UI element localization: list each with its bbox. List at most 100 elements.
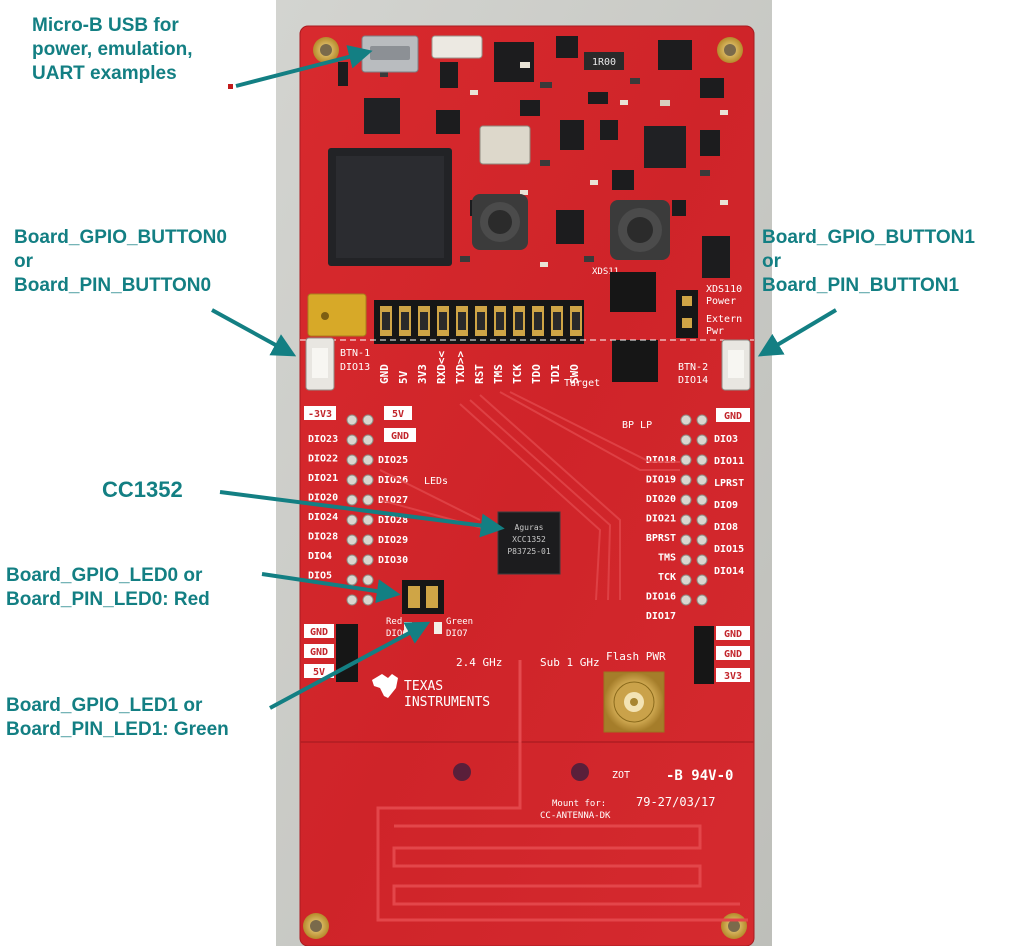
pin-label: DIO4 xyxy=(308,551,332,562)
inductors xyxy=(472,194,670,260)
arrow-button0 xyxy=(211,308,297,357)
leds-label: LEDs xyxy=(424,476,448,487)
header-pin xyxy=(362,494,374,506)
pin-label: DIO20 xyxy=(308,493,338,504)
header-pin xyxy=(346,494,358,506)
header-pin-label: GND xyxy=(378,364,391,384)
svg-text:-3V3: -3V3 xyxy=(308,409,332,420)
svg-text:Green: Green xyxy=(446,617,473,627)
header-pin xyxy=(362,554,374,566)
pin-label: DIO29 xyxy=(378,535,408,546)
pin-label: DIO15 xyxy=(714,544,744,555)
pin-label: DIO30 xyxy=(378,555,408,566)
flash-pwr-label: Flash PWR xyxy=(606,650,666,663)
svg-text:5V: 5V xyxy=(392,409,404,420)
header-pin-label: TDI xyxy=(549,364,562,384)
date-code: 79-27/03/17 xyxy=(636,795,715,809)
jumper-cap xyxy=(477,312,485,330)
header-pin xyxy=(362,434,374,446)
header-pin xyxy=(362,514,374,526)
pin-label: LPRST xyxy=(714,478,744,489)
svg-text:Red: Red xyxy=(386,617,402,627)
arrow-button1 xyxy=(757,308,838,357)
svg-text:XCC1352: XCC1352 xyxy=(512,535,546,544)
jumper-cap xyxy=(553,312,561,330)
cc1352-chip: Aguras XCC1352 P83725-01 xyxy=(497,511,561,575)
header-pin xyxy=(346,414,358,426)
header-pin-label: 5V xyxy=(397,370,410,384)
jumper-cap xyxy=(458,312,466,330)
callout-usb: Micro-B USB for power, emulation, UART e… xyxy=(32,15,193,84)
header-pin xyxy=(346,554,358,566)
header-pin xyxy=(362,474,374,486)
xds-label: XDS11 xyxy=(592,267,619,277)
header-pin xyxy=(680,474,692,486)
header-pin xyxy=(696,514,708,526)
bp-label: BP LP xyxy=(622,420,652,431)
pin-label: DIO18 xyxy=(646,455,676,466)
svg-text:BTN-2: BTN-2 xyxy=(678,362,708,373)
pin-label: DIO9 xyxy=(714,500,738,511)
header-pin xyxy=(346,474,358,486)
freq-24-label: 2.4 GHz xyxy=(456,656,502,669)
header-pin-label: 3V3 xyxy=(416,364,429,384)
header-pin-label: RXD<< xyxy=(435,351,448,384)
header-pin xyxy=(346,454,358,466)
header-pin-label: SWO xyxy=(568,364,581,384)
header-pin xyxy=(680,414,692,426)
header-pin xyxy=(680,594,692,606)
ul-marking: -B 94V-0 xyxy=(666,768,733,784)
svg-text:DIO14: DIO14 xyxy=(678,375,708,386)
header-pin xyxy=(696,554,708,566)
svg-text:5V: 5V xyxy=(313,667,325,678)
header-pin xyxy=(696,494,708,506)
pin-label: DIO3 xyxy=(714,434,738,445)
svg-text:GND: GND xyxy=(310,647,328,658)
header-pin xyxy=(346,574,358,586)
top-switch xyxy=(431,35,483,59)
jumper-cap xyxy=(382,312,390,330)
arrow-led0 xyxy=(261,572,401,604)
jumper-cap xyxy=(515,312,523,330)
target-label: Target xyxy=(564,378,600,389)
brand-line2: INSTRUMENTS xyxy=(404,695,490,710)
arrow-usb xyxy=(235,45,373,88)
header-pin xyxy=(680,434,692,446)
ti-logo: TEXAS INSTRUMENTS xyxy=(372,674,490,710)
header-pin xyxy=(346,534,358,546)
header-pin-label: TXD>> xyxy=(454,351,467,384)
sma-connector xyxy=(603,671,665,733)
rf-traces xyxy=(379,391,680,601)
header-pin xyxy=(680,574,692,586)
jumper-cap xyxy=(534,312,542,330)
pin-label: DIO20 xyxy=(646,494,676,505)
button0-switch xyxy=(305,337,335,391)
header-pin xyxy=(696,534,708,546)
svg-text:3V3: 3V3 xyxy=(724,671,742,682)
pin-label: DIO11 xyxy=(714,456,744,467)
header-pin xyxy=(696,434,708,446)
header-pin xyxy=(680,454,692,466)
xds-labels: XDS110 Power Extern Pwr xyxy=(706,284,742,337)
pin-label: DIO14 xyxy=(714,566,744,577)
svg-text:DIO13: DIO13 xyxy=(340,362,370,373)
svg-text:GND: GND xyxy=(724,649,742,660)
pcb-antenna xyxy=(376,742,748,922)
header-pin xyxy=(680,534,692,546)
svg-text:BTN-1: BTN-1 xyxy=(340,348,370,359)
micro-usb-connector xyxy=(361,35,419,73)
svg-text:Power: Power xyxy=(706,296,736,307)
right-bottom-power: GND GND 3V3 xyxy=(694,626,750,684)
callout-button1: Board_GPIO_BUTTON1 or Board_PIN_BUTTON1 xyxy=(762,227,975,296)
callout-led0: Board_GPIO_LED0 or Board_PIN_LED0: Red xyxy=(6,565,210,610)
mount-for-label: Mount for: xyxy=(552,799,606,809)
svg-text:Aguras: Aguras xyxy=(515,523,544,532)
jumper-cap xyxy=(420,312,428,330)
pin-label: DIO21 xyxy=(308,473,338,484)
led-jumper xyxy=(402,580,444,614)
xds-jumper-block-1 xyxy=(610,272,656,312)
pin-label: DIO17 xyxy=(646,611,676,622)
pin-label: DIO23 xyxy=(308,434,338,445)
header-pin xyxy=(362,454,374,466)
